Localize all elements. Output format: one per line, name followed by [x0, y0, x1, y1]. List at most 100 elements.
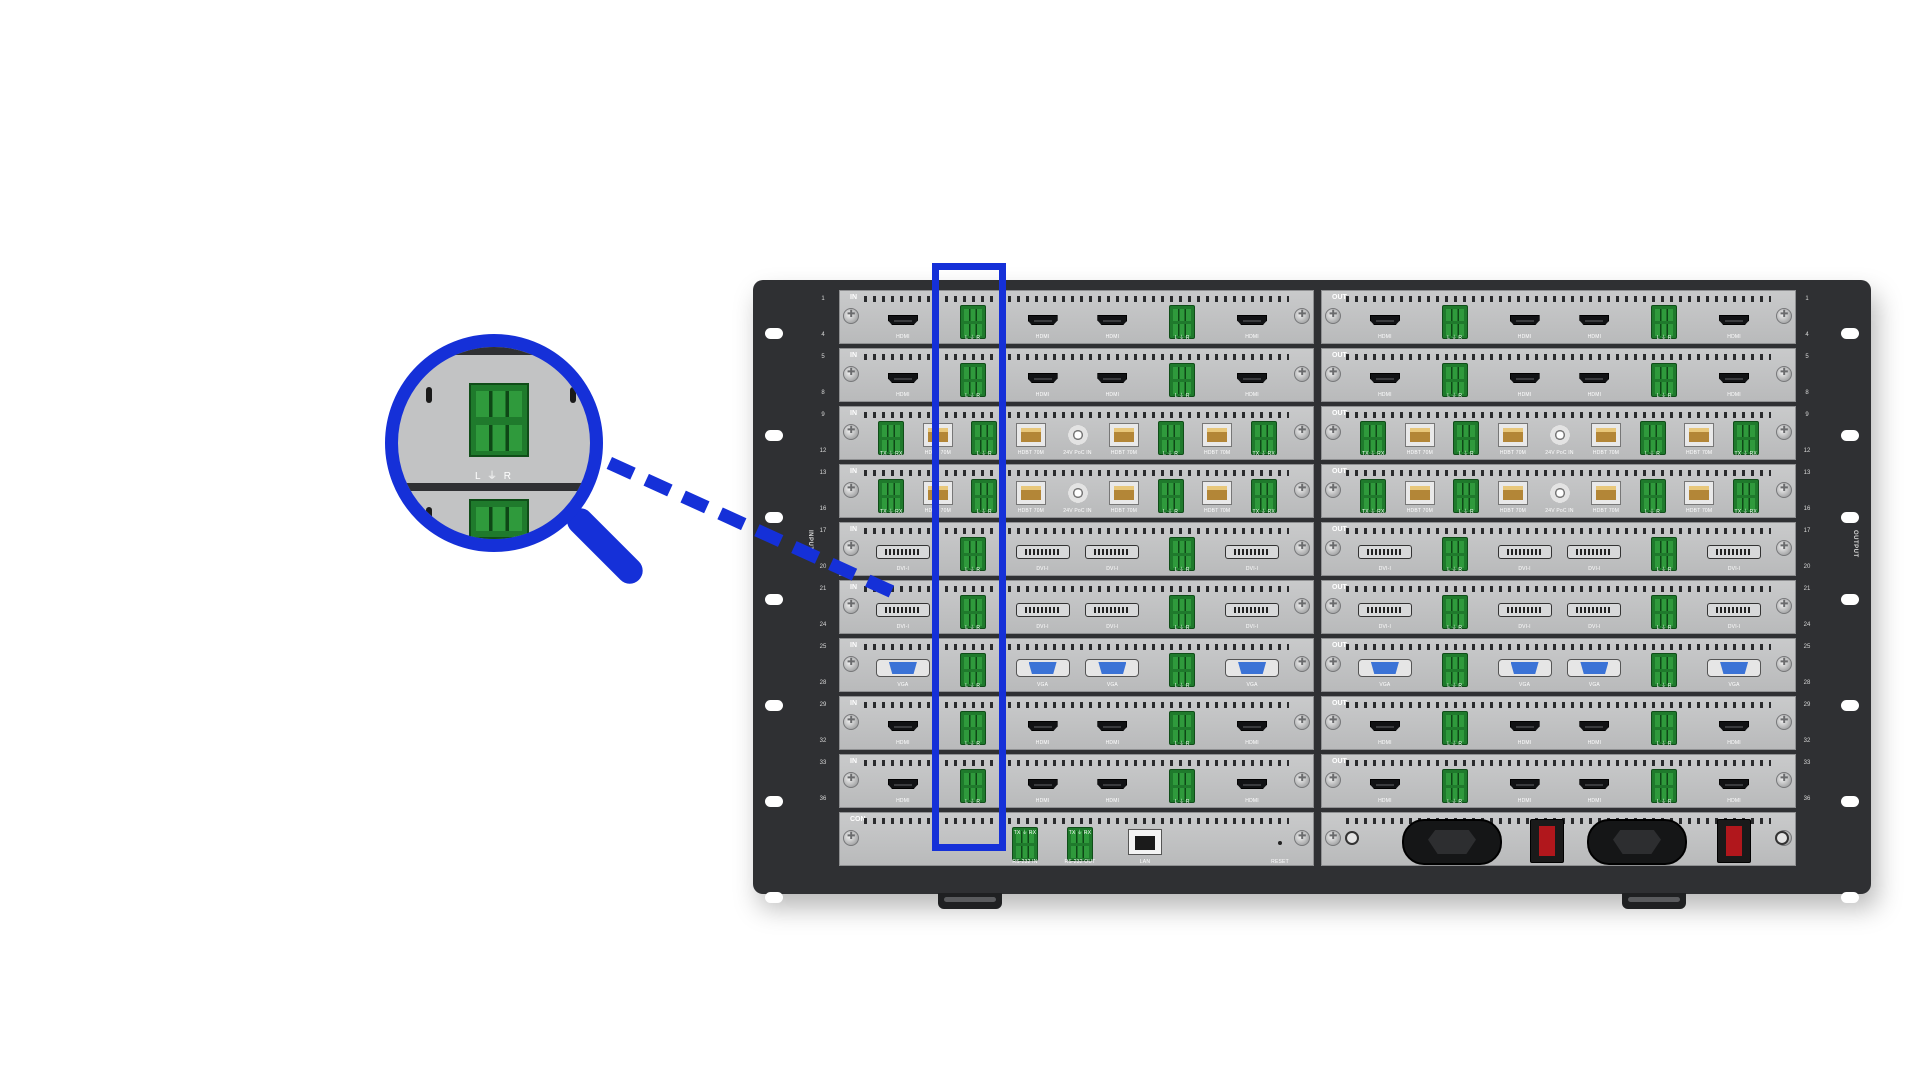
rj45-port[interactable] — [1591, 481, 1622, 505]
dvi-port[interactable] — [1225, 545, 1280, 559]
thumb-screw-icon[interactable] — [1325, 772, 1341, 788]
terminal-block-connector[interactable] — [1157, 421, 1184, 455]
rj45-port[interactable] — [1497, 423, 1528, 447]
dvi-port[interactable] — [1567, 545, 1622, 559]
hdmi-port[interactable] — [1027, 721, 1058, 731]
thumb-screw-icon[interactable] — [1776, 656, 1792, 672]
hdmi-port[interactable] — [1027, 373, 1058, 383]
rj45-port[interactable] — [1404, 481, 1435, 505]
hdmi-port[interactable] — [1097, 315, 1128, 325]
dvi-port[interactable] — [1085, 545, 1140, 559]
thumb-screw-icon[interactable] — [1325, 598, 1341, 614]
hdmi-port[interactable] — [1579, 779, 1610, 789]
terminal-block-connector[interactable] — [1169, 537, 1196, 571]
terminal-block-connector[interactable] — [971, 479, 998, 513]
terminal-block-connector[interactable] — [1732, 421, 1759, 455]
hdmi-port[interactable] — [1027, 779, 1058, 789]
hdmi-port[interactable] — [1237, 373, 1268, 383]
terminal-block-connector[interactable] — [1441, 595, 1468, 629]
terminal-block-connector[interactable] — [1169, 653, 1196, 687]
reset-button[interactable] — [1278, 841, 1282, 845]
rj45-port[interactable] — [1109, 423, 1140, 447]
hdmi-port[interactable] — [1097, 373, 1128, 383]
vga-port[interactable] — [1015, 659, 1070, 677]
hdmi-port[interactable] — [1237, 721, 1268, 731]
hdmi-port[interactable] — [1719, 721, 1750, 731]
power-inlet[interactable] — [1402, 819, 1502, 865]
terminal-block-connector[interactable] — [1441, 711, 1468, 745]
hdmi-port[interactable] — [887, 373, 918, 383]
terminal-block-connector[interactable] — [959, 653, 986, 687]
hdmi-port[interactable] — [1027, 315, 1058, 325]
terminal-block-connector[interactable] — [1169, 595, 1196, 629]
dvi-port[interactable] — [875, 545, 930, 559]
thumb-screw-icon[interactable] — [1294, 482, 1310, 498]
terminal-block-connector[interactable] — [1651, 305, 1678, 339]
thumb-screw-icon[interactable] — [1776, 540, 1792, 556]
terminal-block-connector[interactable] — [1250, 479, 1277, 513]
terminal-block-connector[interactable] — [1732, 479, 1759, 513]
terminal-block-connector[interactable] — [959, 595, 986, 629]
vga-port[interactable] — [1085, 659, 1140, 677]
terminal-block-connector[interactable] — [959, 305, 986, 339]
terminal-block-connector[interactable] — [1651, 769, 1678, 803]
thumb-screw-icon[interactable] — [1325, 714, 1341, 730]
dvi-port[interactable] — [1357, 545, 1412, 559]
rj45-port[interactable] — [1015, 423, 1046, 447]
terminal-block-connector[interactable] — [1441, 363, 1468, 397]
vga-port[interactable] — [1567, 659, 1622, 677]
lan-port[interactable] — [1128, 829, 1162, 855]
hdmi-port[interactable] — [1097, 721, 1128, 731]
hdmi-port[interactable] — [1719, 779, 1750, 789]
thumb-screw-icon[interactable] — [1776, 714, 1792, 730]
thumb-screw-icon[interactable] — [1294, 656, 1310, 672]
thumb-screw-icon[interactable] — [1325, 656, 1341, 672]
thumb-screw-icon[interactable] — [843, 540, 859, 556]
thumb-screw-icon[interactable] — [1776, 598, 1792, 614]
thumb-screw-icon[interactable] — [1294, 830, 1310, 846]
terminal-block-connector[interactable] — [878, 479, 905, 513]
hdmi-port[interactable] — [1579, 373, 1610, 383]
hdmi-port[interactable] — [1509, 721, 1540, 731]
terminal-block-connector[interactable] — [1453, 421, 1480, 455]
dvi-port[interactable] — [1015, 545, 1070, 559]
terminal-block-connector[interactable] — [1012, 827, 1038, 861]
thumb-screw-icon[interactable] — [1294, 424, 1310, 440]
bnc-connector[interactable] — [1067, 425, 1088, 445]
terminal-block-connector[interactable] — [959, 363, 986, 397]
hdmi-port[interactable] — [1719, 315, 1750, 325]
dvi-port[interactable] — [1015, 603, 1070, 617]
terminal-block-connector[interactable] — [959, 711, 986, 745]
thumb-screw-icon[interactable] — [843, 482, 859, 498]
terminal-block-connector[interactable] — [1453, 479, 1480, 513]
thumb-screw-icon[interactable] — [1776, 366, 1792, 382]
bnc-connector[interactable] — [1549, 425, 1570, 445]
thumb-screw-icon[interactable] — [843, 308, 859, 324]
rj45-port[interactable] — [1497, 481, 1528, 505]
thumb-screw-icon[interactable] — [1294, 540, 1310, 556]
dvi-port[interactable] — [1497, 603, 1552, 617]
thumb-screw-icon[interactable] — [843, 366, 859, 382]
thumb-screw-icon[interactable] — [1325, 482, 1341, 498]
terminal-block-connector[interactable] — [878, 421, 905, 455]
vga-port[interactable] — [1497, 659, 1552, 677]
bnc-connector[interactable] — [1067, 483, 1088, 503]
thumb-screw-icon[interactable] — [1776, 772, 1792, 788]
thumb-screw-icon[interactable] — [843, 424, 859, 440]
rj45-port[interactable] — [1109, 481, 1140, 505]
terminal-block-connector[interactable] — [1067, 827, 1093, 861]
dvi-port[interactable] — [1225, 603, 1280, 617]
thumb-screw-icon[interactable] — [843, 656, 859, 672]
power-switch[interactable] — [1530, 819, 1564, 863]
terminal-block-connector[interactable] — [1441, 305, 1468, 339]
hdmi-port[interactable] — [1719, 373, 1750, 383]
terminal-block-connector[interactable] — [959, 537, 986, 571]
thumb-screw-icon[interactable] — [1294, 308, 1310, 324]
dvi-port[interactable] — [1085, 603, 1140, 617]
terminal-block-connector[interactable] — [1169, 711, 1196, 745]
terminal-block-connector[interactable] — [1169, 363, 1196, 397]
terminal-block-connector[interactable] — [1651, 595, 1678, 629]
hdmi-port[interactable] — [1509, 373, 1540, 383]
terminal-block-connector[interactable] — [1157, 479, 1184, 513]
terminal-block-connector[interactable] — [1169, 769, 1196, 803]
